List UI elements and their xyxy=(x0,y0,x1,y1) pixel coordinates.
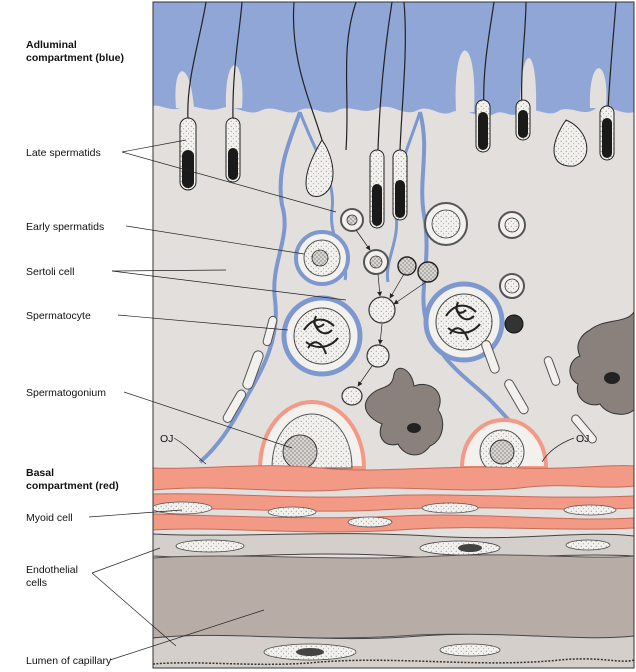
endothelial-layer xyxy=(153,534,634,558)
spermatocyte xyxy=(284,298,360,374)
late-spermatid xyxy=(516,100,530,140)
secondary-spermatocyte xyxy=(369,297,395,323)
illustration-panel xyxy=(152,2,634,668)
endothelial-layer-lower xyxy=(153,634,634,668)
degenerating-cell xyxy=(505,315,523,333)
degenerating-cell xyxy=(398,257,416,275)
late-spermatid xyxy=(393,150,407,220)
early-spermatid xyxy=(341,209,363,231)
basal-compartment-label: compartment (red) xyxy=(26,480,119,492)
endothelial-cells-label: Endothelial xyxy=(26,564,78,576)
sertoli-cell-label: Sertoli cell xyxy=(26,266,74,278)
late-spermatid xyxy=(600,106,614,160)
late-spermatid xyxy=(370,150,384,228)
adluminal-compartment-label: Adluminal xyxy=(26,39,77,51)
late-spermatids-label: Late spermatids xyxy=(26,147,101,159)
late-spermatid xyxy=(180,118,196,190)
late-spermatid xyxy=(226,118,240,182)
myoid-cell-label: Myoid cell xyxy=(26,512,73,524)
capillary-lumen xyxy=(153,555,634,639)
spermatogonium-label: Spermatogonium xyxy=(26,387,106,399)
secondary-spermatocyte xyxy=(342,387,362,405)
early-spermatid xyxy=(500,274,524,298)
occluding-junction-label-left: OJ xyxy=(160,433,173,445)
early-spermatids-label: Early spermatids xyxy=(26,221,104,233)
secondary-spermatocyte xyxy=(367,345,389,367)
endothelial-cells-label: cells xyxy=(26,577,47,589)
degenerating-cell xyxy=(418,262,438,282)
early-spermatid xyxy=(364,250,388,274)
late-spermatid xyxy=(476,100,490,152)
early-spermatid-large xyxy=(296,232,348,284)
early-spermatid xyxy=(425,203,467,245)
adluminal-compartment-label: compartment (blue) xyxy=(26,52,124,64)
basal-compartment-label: Basal xyxy=(26,467,54,479)
adluminal-compartment xyxy=(153,2,634,116)
early-spermatid xyxy=(499,212,525,238)
occluding-junction-label-right: OJ xyxy=(576,433,589,445)
capillary-lumen-label: Lumen of capillary xyxy=(26,655,112,667)
spermatocyte-label: Spermatocyte xyxy=(26,310,91,322)
